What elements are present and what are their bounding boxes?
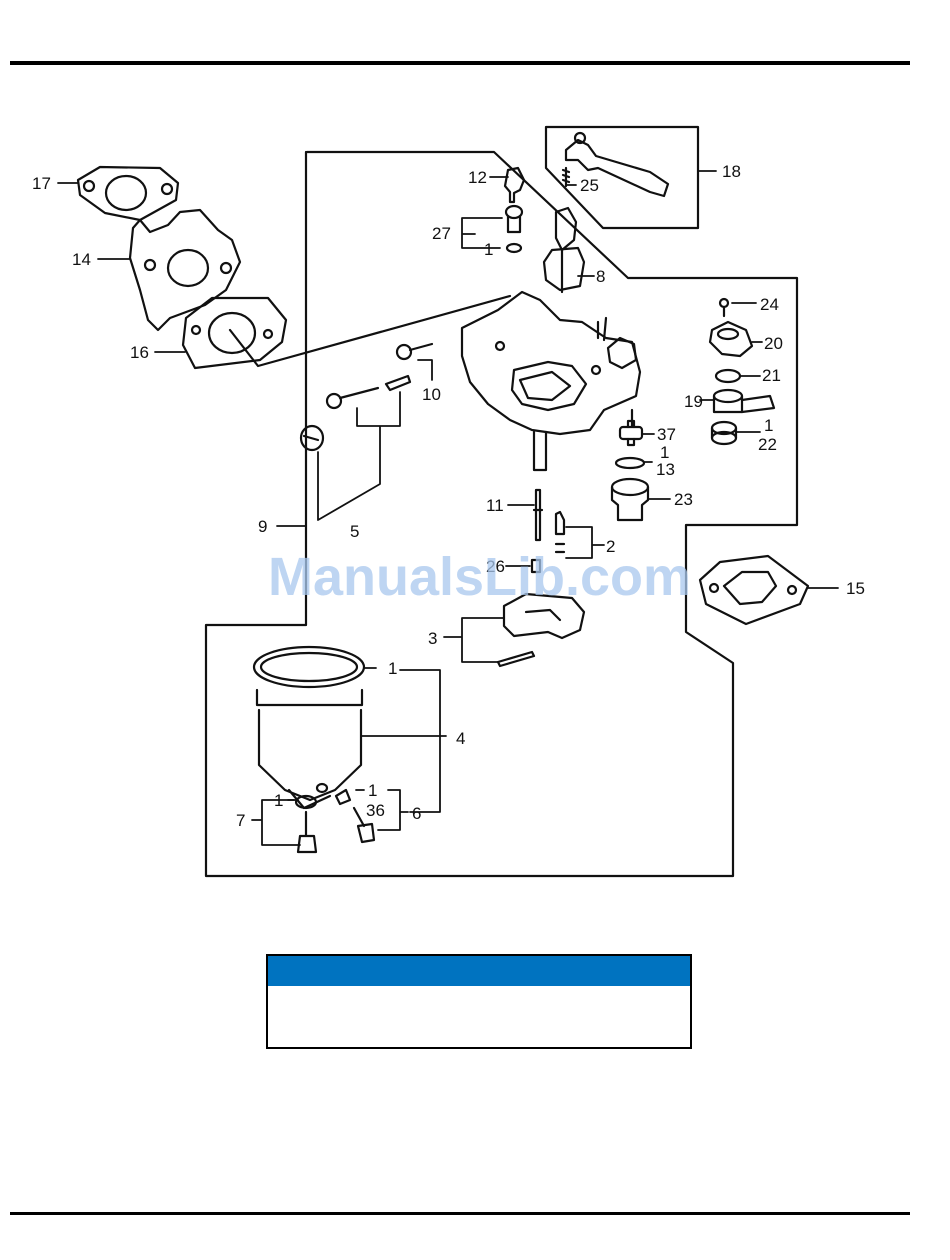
callout-36: 36 [366,801,385,820]
callout-15: 15 [846,579,865,598]
callout-7: 7 [236,811,245,830]
part-22-filter [712,422,736,444]
callout-1: 1 [368,781,377,800]
callout-16: 16 [130,343,149,362]
callout-9: 9 [258,517,267,536]
callout-21: 21 [762,366,781,385]
part-8-choke-lever [544,208,584,292]
callout-20: 20 [764,334,783,353]
callout-14: 14 [72,250,91,269]
info-box [266,954,692,1049]
part-23-fuel-cup [612,479,648,520]
part-16-gasket [183,298,286,368]
part-6-nut [336,790,350,804]
footer-rule [10,1212,910,1215]
callout-22: 22 [758,435,777,454]
part-9-clip [301,426,323,450]
part-26-jet [532,560,540,572]
callout-13: 13 [656,460,675,479]
part-4-float-chamber [254,647,364,808]
callout-6: 6 [412,804,421,823]
part-7-bolt [298,812,316,852]
callout-2: 2 [606,537,615,556]
part-17-gasket [78,167,178,220]
part-25-spring [563,168,569,186]
callout-23: 23 [674,490,693,509]
callout-17: 17 [32,174,51,193]
leader-lines [58,171,838,845]
callout-4: 4 [456,729,465,748]
part-27-float-valve [506,206,522,252]
callout-18: 18 [722,162,741,181]
callout-24: 24 [760,295,779,314]
part-13-oring [616,458,644,468]
part-15-gasket [700,556,808,624]
part-14-insulator [130,210,240,330]
callout-19: 19 [684,392,703,411]
part-24-screw [720,299,728,316]
callout-26: 26 [486,557,505,576]
part-3-float [498,594,584,666]
part-19-valve-body [714,390,774,412]
callout-12: 12 [468,168,487,187]
part-21-filter [716,370,740,382]
part-11-nozzle [534,490,542,540]
callout-1: 1 [274,791,283,810]
callout-1: 1 [764,416,773,435]
callout-1: 1 [388,659,397,678]
callout-1: 1 [484,240,493,259]
part-20-cover [710,322,752,356]
callout-25: 25 [580,176,599,195]
part-5-pilot-screw [327,376,410,408]
callout-3: 3 [428,629,437,648]
part-2-needle [556,512,564,552]
callout-11: 11 [486,496,504,515]
callout-27: 27 [432,224,451,243]
info-box-header [268,956,690,986]
callout-8: 8 [596,267,605,286]
carburetor-exploded-diagram: 17 14 16 12 27 1 8 18 25 24 20 21 19 1 2… [0,0,950,950]
callout-5: 5 [350,522,359,541]
callout-10: 10 [422,385,441,404]
carburetor-body [462,292,640,470]
part-10-screw [397,344,432,359]
callout-37: 37 [657,425,676,444]
part-12-fuel-valve-lever [505,168,524,202]
